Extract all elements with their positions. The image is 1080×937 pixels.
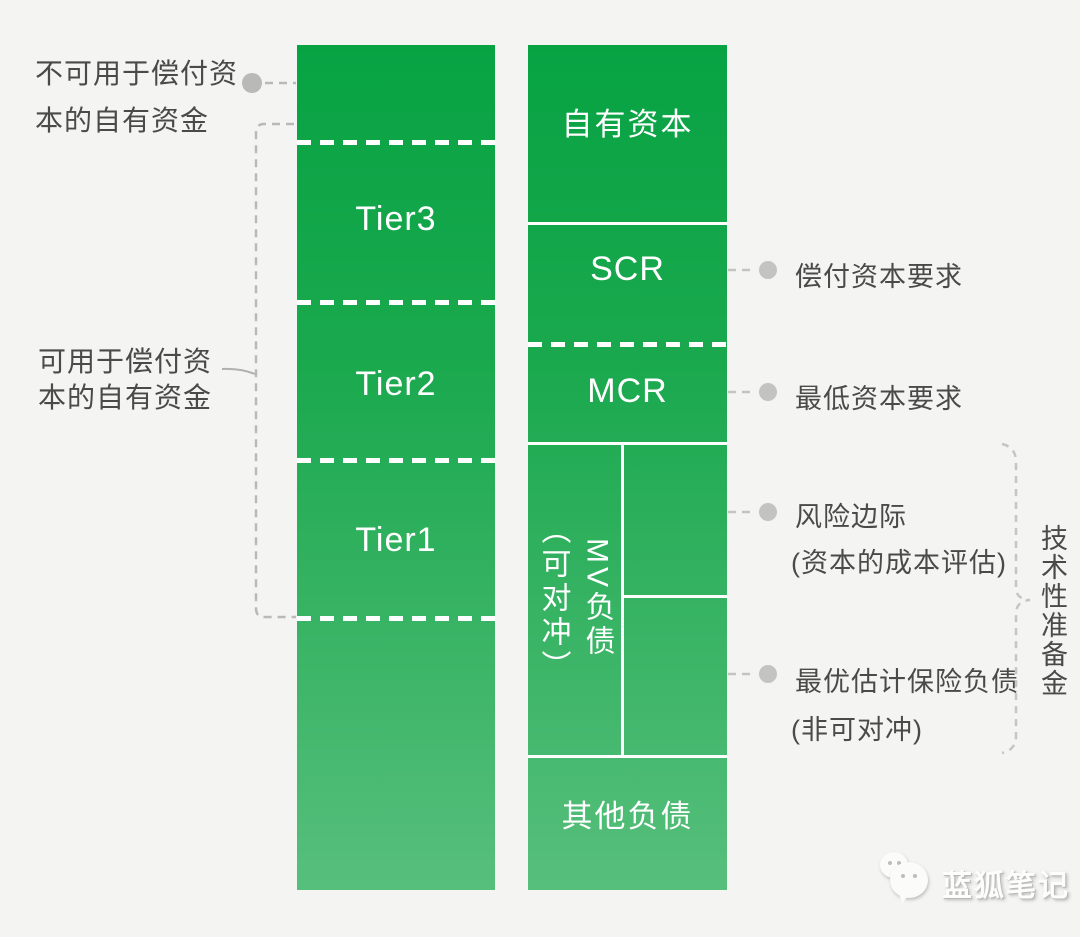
divider-scr-mcr — [528, 342, 727, 347]
divider-tier1-bottom — [297, 616, 495, 621]
divider-mcr-mv — [528, 442, 727, 445]
risk-margin-note: 风险边际 — [795, 502, 907, 532]
own-funds-bar: Tier3 Tier2 Tier1 — [297, 45, 495, 890]
best-estimate-dot — [759, 665, 777, 683]
usable-own-funds-note: 可用于偿付资 本的自有资金 — [38, 346, 213, 413]
technical-provisions-note: 技术性准备金 — [1037, 524, 1067, 698]
mv-liability-cell: MV负债 （可对冲） — [528, 442, 621, 755]
scr-note: 偿付资本要求 — [795, 262, 963, 292]
balance-sheet-bar: 自有资本 SCR MCR MV负债 （可对冲） 其他负债 — [528, 45, 727, 890]
divider-mv-column — [621, 442, 624, 755]
risk-margin-dot — [759, 503, 777, 521]
risk-margin-subnote: (资本的成本评估) — [791, 548, 1007, 578]
mcr-note: 最低资本要求 — [795, 384, 963, 414]
tier3-label: Tier3 — [355, 200, 437, 238]
divider-tier2-tier1 — [297, 458, 495, 463]
watermark: 蓝狐笔记 — [876, 848, 1070, 906]
watermark-text: 蓝狐笔记 — [942, 870, 1070, 903]
not-usable-dot — [242, 73, 262, 93]
not-usable-own-funds-note: 不可用于偿付资 本的自有资金 — [35, 58, 239, 136]
best-estimate-note: 最优估计保险负债 — [795, 667, 1019, 697]
chat-bubble-tail — [894, 890, 910, 905]
divider-ownfunds-scr — [528, 222, 727, 225]
tier1-label: Tier1 — [355, 521, 437, 559]
divider-tier3-tier2 — [297, 300, 495, 305]
tier2-label: Tier2 — [355, 365, 437, 403]
usable-own-funds-bracket — [254, 122, 296, 619]
scr-dot — [759, 261, 777, 279]
chat-bubbles-icon — [876, 848, 938, 906]
usable-own-funds-pointer — [221, 367, 256, 375]
technical-provisions-brace — [1001, 442, 1031, 755]
divider-riskmargin-bestestimate — [621, 595, 727, 598]
other-liabilities-label: 其他负债 — [561, 799, 694, 834]
chat-bubble-big — [890, 862, 928, 898]
scr-label: SCR — [590, 250, 665, 288]
mv-liability-label: MV负债 （可对冲） — [536, 513, 614, 684]
mcr-dot — [759, 383, 777, 401]
divider-tier3-top — [297, 140, 495, 145]
divider-mv-other — [528, 755, 727, 758]
mcr-label: MCR — [587, 372, 668, 410]
best-estimate-subnote: (非可对冲) — [791, 715, 923, 745]
own-funds-label: 自有资本 — [561, 107, 694, 142]
